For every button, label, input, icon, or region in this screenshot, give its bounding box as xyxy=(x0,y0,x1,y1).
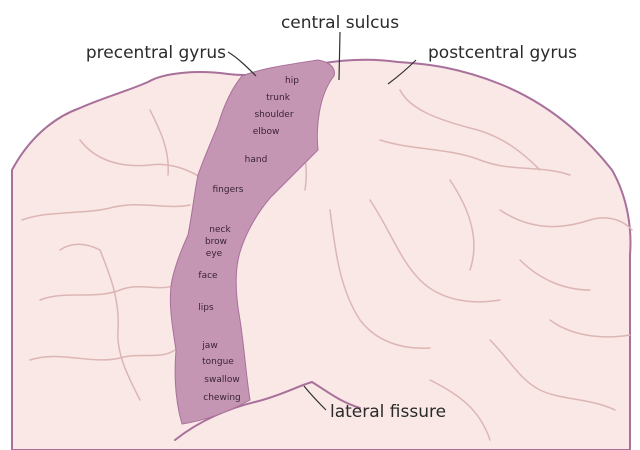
region-label-hip: hip xyxy=(285,76,299,86)
label-central-sulcus: central sulcus xyxy=(281,13,399,33)
region-label-hand: hand xyxy=(245,155,268,165)
region-label-brow: brow xyxy=(205,237,227,247)
region-label-neck: neck xyxy=(209,225,231,235)
cortex-surface xyxy=(12,60,630,450)
region-label-trunk: trunk xyxy=(266,93,291,103)
region-label-tongue: tongue xyxy=(202,357,234,367)
region-label-jaw: jaw xyxy=(201,341,217,351)
label-postcentral-gyrus: postcentral gyrus xyxy=(428,43,577,63)
label-precentral-gyrus: precentral gyrus xyxy=(86,43,226,63)
region-label-face: face xyxy=(198,271,218,281)
region-label-elbow: elbow xyxy=(253,127,280,137)
region-label-chewing: chewing xyxy=(203,393,240,403)
leader-line-precentral-gyrus xyxy=(228,52,256,76)
region-label-shoulder: shoulder xyxy=(254,110,293,120)
label-lateral-fissure: lateral fissure xyxy=(330,402,446,422)
region-label-eye: eye xyxy=(206,249,223,259)
region-label-swallow: swallow xyxy=(204,375,239,385)
region-label-lips: lips xyxy=(198,303,214,313)
region-label-fingers: fingers xyxy=(212,185,243,195)
